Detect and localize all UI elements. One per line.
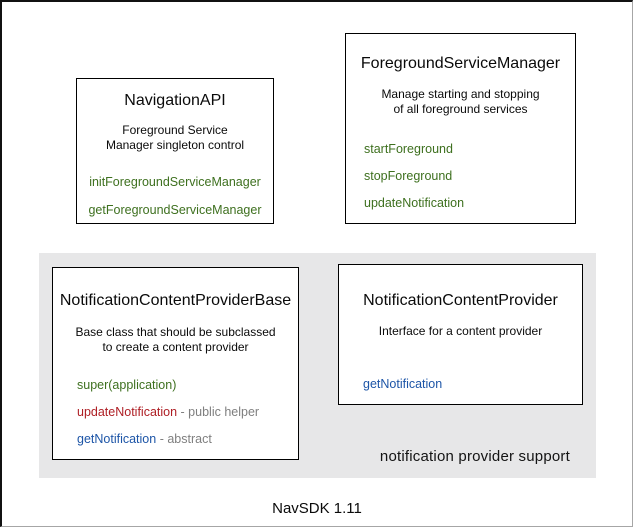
method-list: startForeground stopForeground updateNot… — [346, 141, 575, 211]
method-row: getNotification — [363, 376, 582, 392]
method-row: updateNotification - public helper — [77, 404, 298, 420]
method-row: super(application) — [77, 377, 298, 393]
method-name: stopForeground — [364, 169, 453, 183]
method-list: getNotification — [339, 376, 582, 392]
class-box-foreground-service-manager: ForegroundServiceManager Manage starting… — [345, 33, 576, 224]
box-description: Interface for a content provider — [339, 324, 582, 339]
diagram-caption: NavSDK 1.11 — [272, 500, 362, 517]
method-row: updateNotification — [364, 195, 575, 211]
method-row: getForegroundServiceManager — [77, 202, 273, 218]
method-annotation: - abstract — [156, 432, 212, 446]
box-title: NotificationContentProvider — [363, 292, 558, 309]
method-annotation: - public helper — [177, 405, 260, 419]
method-name: getNotification — [77, 432, 157, 446]
method-row: stopForeground — [364, 168, 575, 184]
method-name: initForegroundServiceManager — [89, 175, 261, 189]
method-list: initForegroundServiceManager getForegrou… — [77, 174, 273, 218]
method-name: startForeground — [364, 142, 453, 156]
description-line: Interface for a content provider — [378, 324, 543, 338]
class-box-notification-content-provider: NotificationContentProvider Interface fo… — [338, 264, 583, 405]
method-name: getForegroundServiceManager — [88, 203, 262, 217]
box-description: Manage starting and stopping of all fore… — [346, 87, 575, 117]
method-name: updateNotification — [77, 405, 178, 419]
class-box-notification-content-provider-base: NotificationContentProviderBase Base cla… — [52, 267, 299, 460]
description-line: to create a content provider — [102, 340, 249, 354]
box-title: NotificationContentProviderBase — [59, 292, 292, 309]
method-name: updateNotification — [364, 196, 465, 210]
method-name: super(application) — [77, 378, 177, 392]
method-list: super(application) updateNotification - … — [53, 377, 298, 447]
box-description: Foreground Service Manager singleton con… — [77, 123, 273, 153]
method-name: getNotification — [363, 377, 443, 391]
method-row: startForeground — [364, 141, 575, 157]
class-box-navigation-api: NavigationAPI Foreground Service Manager… — [76, 78, 274, 224]
box-title: NavigationAPI — [124, 92, 226, 109]
box-description: Base class that should be subclassed to … — [53, 325, 298, 355]
panel-label: notification provider support — [379, 448, 570, 465]
box-title: ForegroundServiceManager — [360, 55, 561, 72]
description-line: Manage starting and stopping — [381, 87, 540, 101]
description-line: Foreground Service — [122, 123, 228, 137]
description-line: of all foreground services — [393, 102, 528, 116]
description-line: Base class that should be subclassed — [75, 325, 276, 339]
method-row: getNotification - abstract — [77, 431, 298, 447]
description-line: Manager singleton control — [105, 138, 245, 152]
method-row: initForegroundServiceManager — [77, 174, 273, 190]
